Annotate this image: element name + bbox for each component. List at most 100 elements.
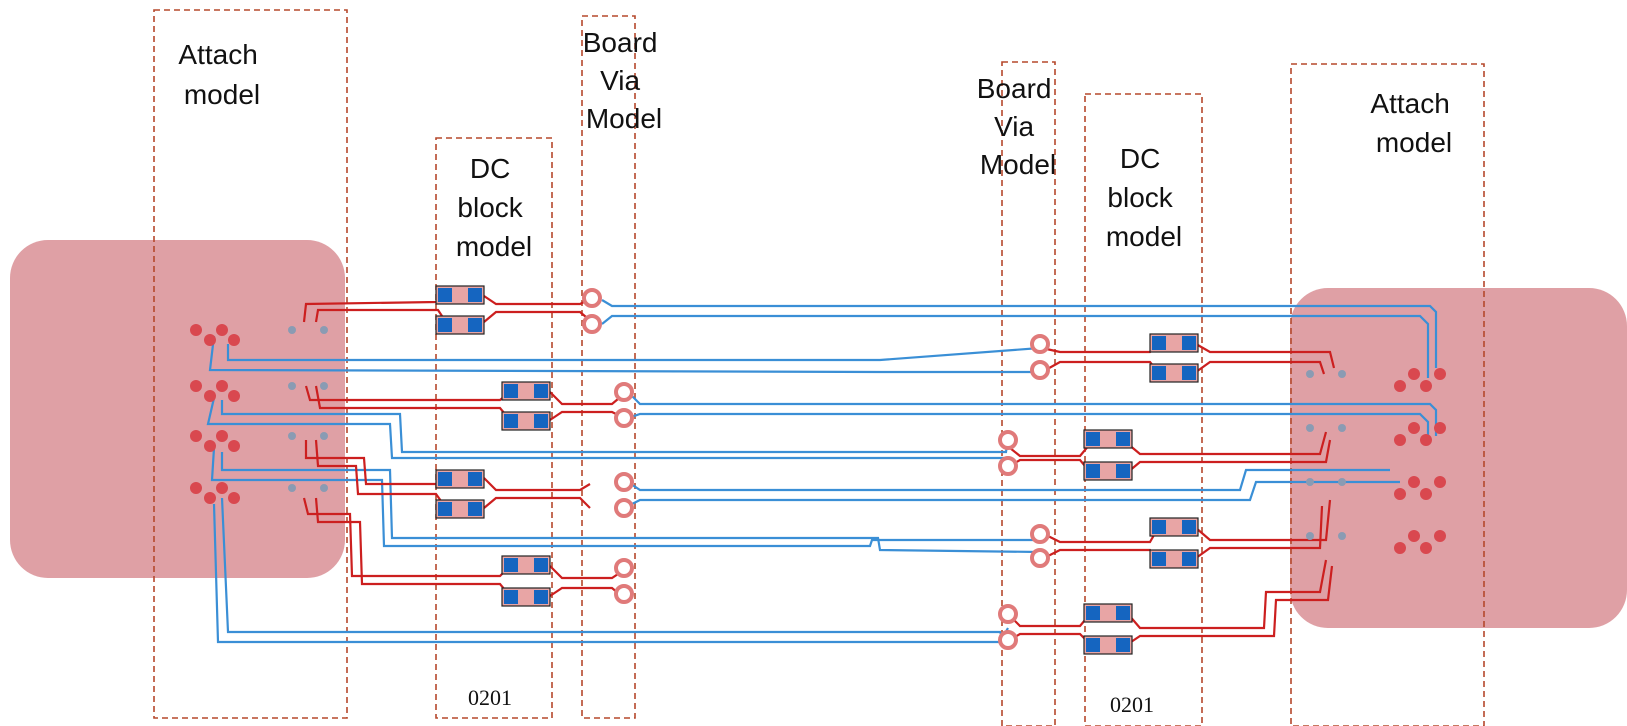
- pin: [204, 492, 216, 504]
- red-trace: [1127, 439, 1332, 473]
- attach-model-label-left: Attach model: [178, 39, 265, 110]
- via: [614, 584, 634, 604]
- pin: [1338, 532, 1346, 540]
- via: [1030, 548, 1050, 568]
- red-trace: [1009, 632, 1091, 645]
- red-trace: [1195, 499, 1332, 542]
- red-trace: [1043, 548, 1159, 559]
- blue-trace: [601, 299, 1438, 368]
- red-trace: [1195, 360, 1326, 375]
- via: [1030, 524, 1050, 544]
- pin: [190, 324, 202, 336]
- blue-trace: [627, 391, 1438, 436]
- package-size-label-right: 0201: [1110, 692, 1154, 717]
- capacitor: [501, 381, 551, 401]
- red-trace: [1009, 458, 1091, 473]
- pin: [1408, 368, 1420, 380]
- pin: [190, 380, 202, 392]
- dc-block-label-left: DC block model: [456, 153, 532, 262]
- via: [1030, 360, 1050, 380]
- via: [998, 630, 1018, 650]
- pin: [1420, 542, 1432, 554]
- dc-block-frame-left: [435, 137, 553, 719]
- pin: [204, 440, 216, 452]
- pin: [204, 334, 216, 346]
- pin: [320, 432, 328, 440]
- via: [998, 604, 1018, 624]
- blue-trace: [627, 468, 1390, 492]
- package-size-label-left: 0201: [468, 685, 512, 710]
- pin: [1306, 370, 1314, 378]
- pin: [1434, 476, 1446, 488]
- blue-trace: [627, 480, 1400, 507]
- board-via-frame-right: [1001, 61, 1056, 726]
- board-via-frame-left: [581, 15, 636, 719]
- capacitor: [1149, 549, 1199, 569]
- via: [1030, 334, 1050, 354]
- red-trace: [1195, 343, 1336, 369]
- pin: [1338, 478, 1346, 486]
- red-trace: [314, 439, 447, 509]
- pin: [216, 482, 228, 494]
- via: [582, 288, 602, 308]
- pin: [216, 380, 228, 392]
- board-vias: [582, 288, 1050, 650]
- pin: [288, 382, 296, 390]
- red-trace: [483, 310, 593, 323]
- pin: [1394, 488, 1406, 500]
- via: [582, 314, 602, 334]
- blue-trace: [220, 452, 1041, 554]
- dc-block-frame-right: [1084, 93, 1203, 726]
- capacitor: [501, 555, 551, 575]
- pin: [228, 492, 240, 504]
- pin: [1434, 368, 1446, 380]
- pin: [1306, 478, 1314, 486]
- red-trace: [1195, 505, 1324, 559]
- pin: [1408, 476, 1420, 488]
- capacitor: [1083, 635, 1133, 655]
- pin: [216, 324, 228, 336]
- red-trace: [549, 410, 625, 421]
- pin: [1306, 532, 1314, 540]
- right-package-pins: [1306, 368, 1446, 554]
- capacitor: [435, 315, 485, 335]
- capacitor: [1149, 517, 1199, 537]
- dc-block-capacitors: [435, 285, 1199, 655]
- capacitor: [1149, 333, 1199, 353]
- left-package-body: [10, 240, 345, 578]
- via: [614, 408, 634, 428]
- attach-model-label-right: Attach model: [1370, 88, 1457, 158]
- pin: [216, 430, 228, 442]
- red-trace: [549, 586, 625, 599]
- pin: [1434, 530, 1446, 542]
- red-trace: [1009, 443, 1091, 458]
- red-trace: [483, 496, 591, 509]
- pin: [320, 484, 328, 492]
- pin: [1394, 380, 1406, 392]
- blue-trace: [601, 314, 1430, 378]
- capacitor: [501, 411, 551, 431]
- via: [614, 498, 634, 518]
- via: [998, 430, 1018, 450]
- capacitor: [435, 469, 485, 489]
- right-package-body: [1290, 288, 1627, 628]
- red-trace: [483, 295, 593, 306]
- pin: [1394, 434, 1406, 446]
- red-trace: [549, 565, 625, 580]
- left-package-pins: [190, 324, 328, 504]
- red-trace: [1041, 343, 1159, 354]
- via: [998, 456, 1018, 476]
- pin: [204, 390, 216, 402]
- pin: [1420, 434, 1432, 446]
- red-trace: [483, 477, 591, 492]
- pin: [320, 382, 328, 390]
- pin: [1408, 422, 1420, 434]
- pin: [320, 326, 328, 334]
- capacitor: [501, 587, 551, 607]
- red-trace: [549, 391, 625, 406]
- red-trace: [1127, 565, 1334, 645]
- capacitor: [1083, 429, 1133, 449]
- blue-trace: [210, 447, 1040, 548]
- blue-trace: [627, 412, 1430, 442]
